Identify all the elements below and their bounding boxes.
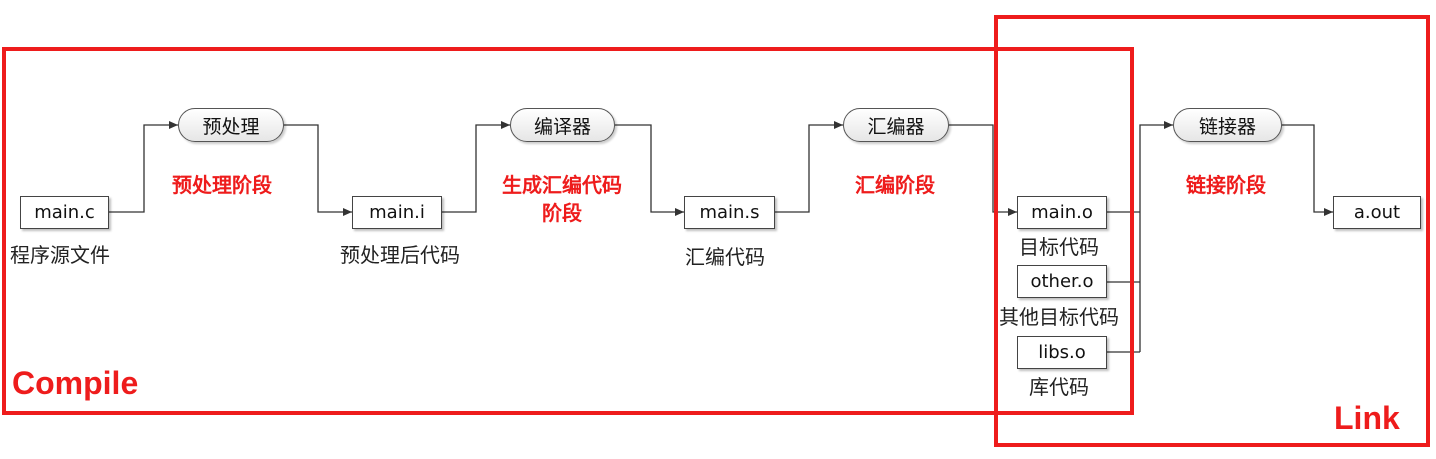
- stage-label-compile: 生成汇编代码 阶段: [494, 171, 630, 227]
- edge-objects-to-linker: [1139, 121, 1173, 352]
- file-libs-o: libs.o: [1017, 336, 1107, 369]
- caption-main-c: 程序源文件: [10, 243, 110, 267]
- file-a-out: a.out: [1333, 196, 1421, 229]
- file-main-o: main.o: [1017, 196, 1107, 229]
- file-main-c: main.c: [20, 196, 109, 229]
- compiler-node: 编译器: [510, 108, 615, 142]
- compile-region-label: Compile: [12, 365, 139, 401]
- file-main-i: main.i: [352, 196, 442, 229]
- caption-main-o: 目标代码: [1019, 235, 1099, 259]
- caption-libs-o: 库代码: [1029, 375, 1089, 399]
- stage-label-preprocess: 预处理阶段: [172, 173, 272, 197]
- caption-main-i: 预处理后代码: [340, 243, 460, 267]
- stage-label-compile-line2: 阶段: [542, 201, 582, 225]
- edge-preprocessor-to-main-i: [284, 124, 352, 216]
- file-main-s: main.s: [684, 196, 775, 229]
- link-region-label: Link: [1334, 400, 1400, 436]
- edge-linker-to-a-out: [1282, 124, 1333, 216]
- stage-label-compile-line1: 生成汇编代码: [502, 173, 622, 197]
- edge-main-c-to-preprocessor: [109, 121, 178, 213]
- edge-main-i-to-compiler: [442, 121, 510, 213]
- file-other-o: other.o: [1017, 265, 1107, 298]
- stage-label-link: 链接阶段: [1186, 173, 1266, 197]
- edge-main-s-to-assembler: [775, 121, 843, 213]
- linker-node: 链接器: [1173, 108, 1282, 142]
- caption-other-o: 其他目标代码: [999, 305, 1119, 329]
- link-region: [994, 15, 1430, 447]
- compile-region: [2, 47, 1134, 415]
- assembler-node: 汇编器: [843, 108, 949, 142]
- edge-assembler-to-main-o: [949, 124, 1017, 216]
- edge-compiler-to-main-s: [615, 124, 684, 216]
- caption-main-s: 汇编代码: [685, 245, 765, 269]
- stage-label-assemble: 汇编阶段: [855, 173, 935, 197]
- preprocessor-node: 预处理: [178, 108, 284, 142]
